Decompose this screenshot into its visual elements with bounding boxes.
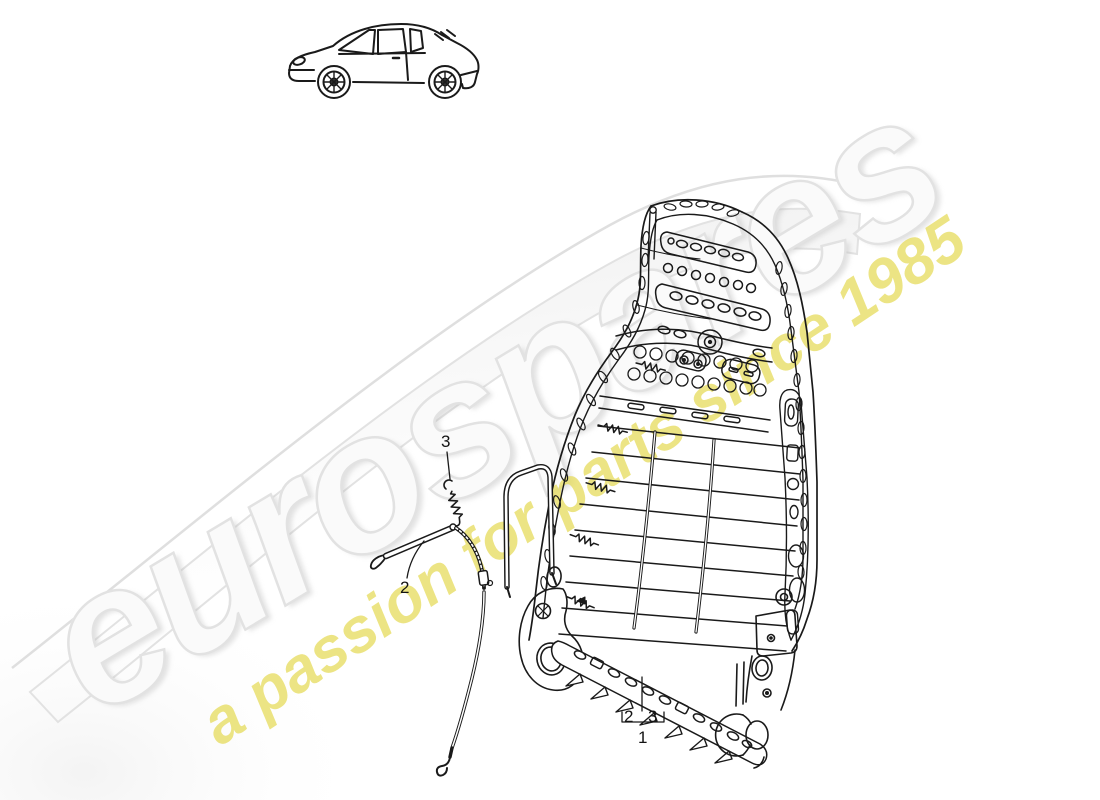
swoosh-band bbox=[28, 207, 862, 724]
tension-spring-part bbox=[443, 479, 464, 527]
vehicle-thumbnail-icon bbox=[288, 23, 480, 99]
callout-group-item-3: 3 bbox=[648, 707, 658, 726]
callout-spring: 3 bbox=[441, 432, 451, 451]
swoosh-upper-edge bbox=[11, 174, 863, 669]
rim-perforations bbox=[540, 200, 808, 591]
recline-crossbar bbox=[615, 328, 773, 385]
bottom-toothed-bar bbox=[550, 640, 768, 766]
release-bow-handle bbox=[503, 463, 557, 598]
callout-group-item-2: 2 bbox=[624, 707, 634, 726]
callout-assembly-1: 1 bbox=[638, 728, 648, 747]
panel-hole-grid bbox=[627, 345, 767, 397]
group-bracket bbox=[621, 711, 665, 723]
callout-leader-lines bbox=[406, 451, 665, 723]
suspension-mat bbox=[558, 395, 801, 652]
recliner-mechanism-right bbox=[714, 588, 798, 769]
callout-cable: 2 bbox=[400, 578, 410, 597]
bowden-cable-part bbox=[369, 523, 494, 777]
headrest-cross-bars bbox=[654, 231, 771, 358]
seat-backrest-frame-drawing bbox=[503, 198, 818, 769]
